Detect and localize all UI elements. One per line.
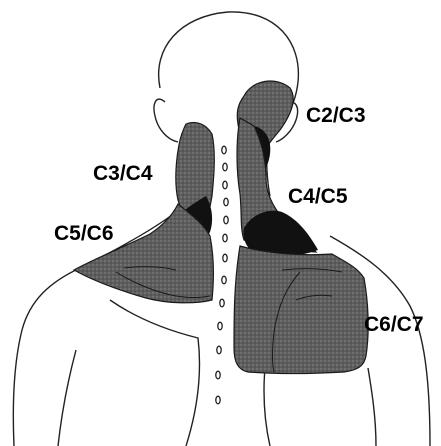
vertebra-mark	[224, 198, 228, 206]
vertebra-mark	[222, 276, 226, 284]
right-arm-inner	[368, 368, 376, 446]
left-ear-outline	[154, 99, 178, 142]
label-c2-c3: C2/C3	[306, 104, 366, 127]
vertebra-mark	[223, 234, 227, 242]
vertebra-mark	[223, 163, 227, 171]
vertebra-mark	[223, 181, 227, 189]
vertebra-mark	[223, 254, 227, 262]
label-c4-c5: C4/C5	[288, 185, 348, 208]
spine	[216, 146, 228, 404]
vertebra-mark	[220, 299, 224, 307]
vertebra-mark	[216, 371, 220, 379]
label-c3-c4: C3/C4	[93, 162, 153, 185]
left-scapula-outline	[110, 300, 200, 446]
zone-c5-c6	[74, 204, 213, 303]
zone-c6-c7	[234, 246, 368, 374]
left-arm-inner	[58, 350, 76, 446]
vertebra-mark	[217, 346, 221, 354]
vertebra-mark	[224, 216, 228, 224]
label-c5-c6: C5/C6	[54, 222, 114, 245]
vertebra-mark	[222, 146, 226, 154]
vertebra-mark	[216, 396, 220, 404]
label-c6-c7: C6/C7	[364, 313, 424, 336]
vertebra-mark	[218, 322, 222, 330]
